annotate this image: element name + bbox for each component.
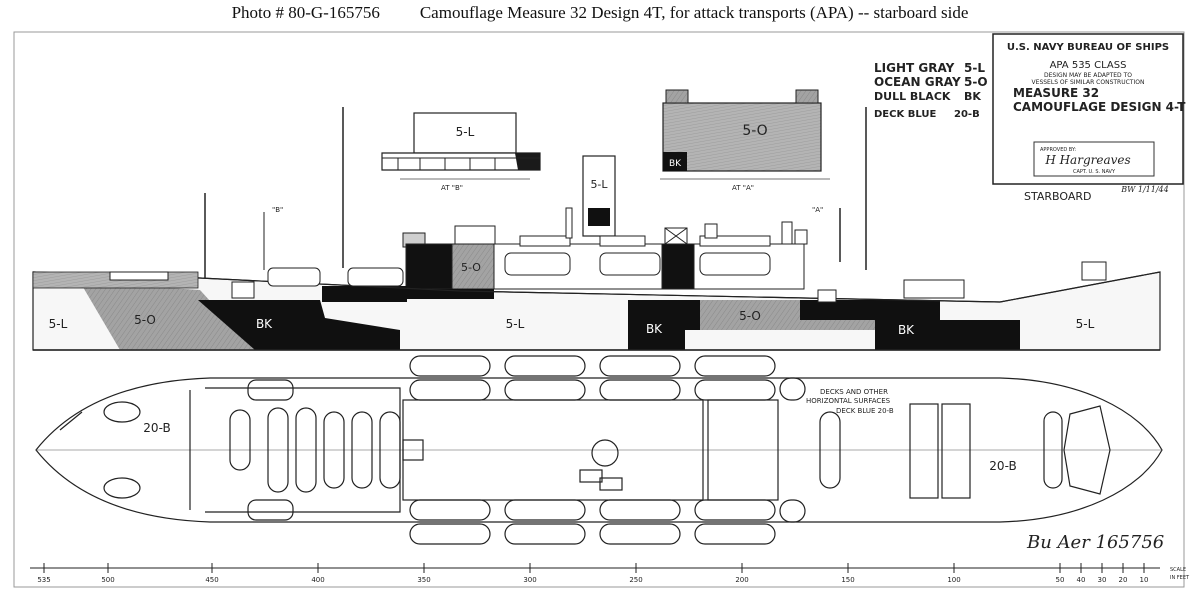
marker-a: "A" [812,206,823,214]
scale-bar: SCALE IN FEET 535 500 450 400 350 300 250 200 15… [30,563,1190,584]
drawing-svg: U.S. NAVY BUREAU OF SHIPS APA 535 CLASS … [13,31,1190,588]
caption-title: Camouflage Measure 32 Design 4T, for att… [419,3,969,22]
scale-tick-label: 535 [37,576,50,584]
section-a-code: 5-O [742,123,767,139]
hull-bk3-code: BK [898,323,915,337]
deck-note-1: DECKS AND OTHER [820,388,888,396]
scale-tick-label: 300 [523,576,536,584]
sheet-border [13,31,1185,588]
legend-ocean-gray-name: OCEAN GRAY [874,75,961,89]
title-rank: CAPT. U. S. NAVY [1073,169,1116,175]
hull-profile: 5-L 5-O BK 5-L BK 5-O BK 5-L [32,261,1161,351]
title-note2: VESSELS OF SIMILAR CONSTRUCTION [1032,79,1145,86]
legend-deck-blue-code: 20-B [954,109,980,120]
starboard-label: STARBOARD [1024,190,1091,203]
scale-tick-label: 20 [1119,576,1128,584]
hull-bk1-code: BK [256,317,273,331]
scale-tick-label: 50 [1056,576,1065,584]
deck-left-code: 20-B [143,421,170,435]
hull-mid-code: 5-L [506,317,525,331]
title-signature: H Hargreaves [1044,153,1130,167]
marker-b: "B" [272,206,283,214]
title-navy: U.S. NAVY BUREAU OF SHIPS [1007,42,1169,53]
scale-tick-label: 500 [101,576,114,584]
hull-band2-code: 5-O [739,309,761,323]
scale-tick-label: 100 [947,576,960,584]
deck-note-3: DECK BLUE 20-B [836,407,894,415]
section-b-label: AT "B" [441,184,463,192]
scale-tick-label: 250 [629,576,642,584]
color-legend: LIGHT GRAY 5-L OCEAN GRAY 5-O DULL BLACK… [874,61,988,120]
section-view-a: BK 5-O AT "A" [660,89,830,192]
deck-plan [35,355,1163,545]
scale-tick-label: 30 [1098,576,1107,584]
deck-right-code: 20-B [989,459,1016,473]
superstructure: 5-O [402,207,808,290]
legend-light-gray-code: 5-L [964,61,985,75]
title-design: CAMOUFLAGE DESIGN 4-T [1013,100,1186,114]
scale-tick-label: 400 [311,576,324,584]
title-note1: DESIGN MAY BE ADAPTED TO [1044,72,1132,79]
title-block: U.S. NAVY BUREAU OF SHIPS APA 535 CLASS … [992,33,1186,185]
legend-deck-blue-name: DECK BLUE [874,109,936,120]
legend-ocean-gray-code: 5-O [964,75,988,89]
hull-bow-code: 5-L [49,317,68,331]
superstructure-code: 5-O [461,261,481,274]
section-view-b: 5-L AT "B" [381,112,541,192]
section-a-label: AT "A" [732,184,754,192]
photo-caption: Photo # 80-G-165756 Camouflage Measure 3… [0,0,1200,26]
masts [204,107,867,278]
bu-aer-number: Bu Aer 165756 [1026,532,1164,553]
hull-bk2-code: BK [646,322,663,336]
legend-dull-black-name: DULL BLACK [874,90,951,103]
scale-tick-label: 450 [205,576,218,584]
drawing-date: BW 1/11/44 [1120,185,1168,194]
section-a-bk: BK [669,159,682,169]
funnel-code: 5-L [590,178,608,191]
photo-id: Photo # 80-G-165756 [231,3,380,22]
hull-band1-code: 5-O [134,313,156,327]
legend-light-gray-name: LIGHT GRAY [874,61,955,75]
scale-tick-label: 200 [735,576,748,584]
section-b-code: 5-L [456,125,475,139]
legend-dull-black-code: BK [964,90,981,103]
hull-stern-code: 5-L [1076,317,1095,331]
funnel: 5-L [582,155,616,237]
scale-tick-label: 350 [417,576,430,584]
scale-label-1: SCALE [1170,567,1186,573]
deck-note-2: HORIZONTAL SURFACES [806,397,891,405]
scale-tick-label: 40 [1077,576,1086,584]
title-measure: MEASURE 32 [1013,86,1099,100]
camouflage-drawing-sheet: U.S. NAVY BUREAU OF SHIPS APA 535 CLASS … [0,26,1200,600]
scale-label-2: IN FEET [1170,575,1190,581]
scale-tick-label: 150 [841,576,854,584]
title-class: APA 535 CLASS [1050,60,1127,71]
title-approved: APPROVED BY: [1040,147,1076,153]
scale-tick-label: 10 [1140,576,1149,584]
